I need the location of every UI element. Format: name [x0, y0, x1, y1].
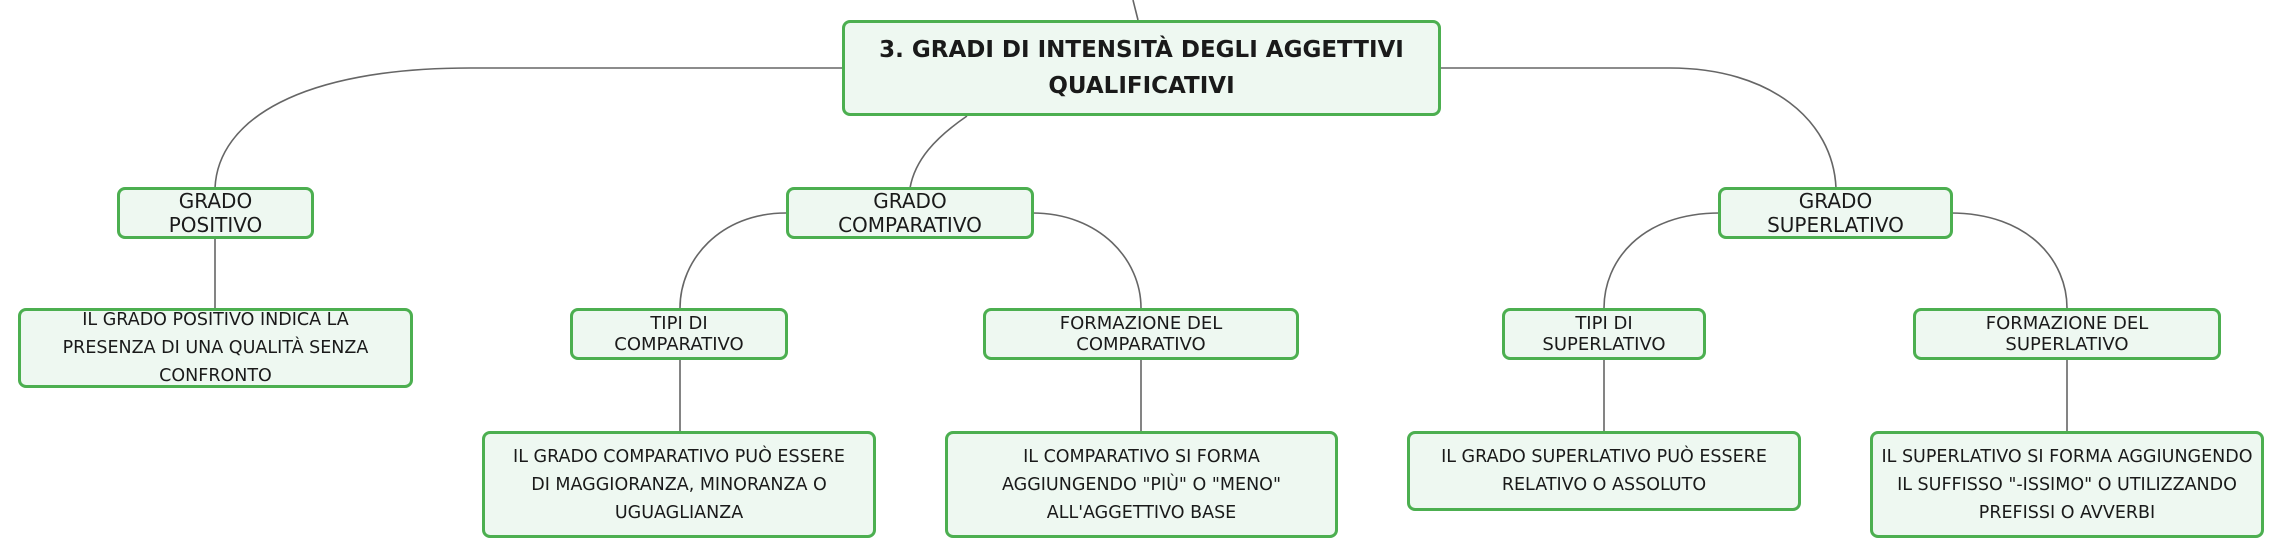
- connector-comparativo-formazione: [1031, 212, 1142, 309]
- formazione-comparativo-description-node[interactable]: IL COMPARATIVO SI FORMA AGGIUNGENDO "PIÙ…: [945, 431, 1338, 538]
- tipi-superlativo-label: TIPI DI SUPERLATIVO: [1542, 313, 1666, 355]
- formazione-comparativo-description: IL COMPARATIVO SI FORMA AGGIUNGENDO "PIÙ…: [1001, 446, 1281, 523]
- root-title-line1: 3. GRADI DI INTENSITÀ DEGLI AGGETTIVI: [879, 37, 1404, 63]
- grado-comparativo-label: GRADO COMPARATIVO: [838, 189, 982, 237]
- grado-positivo-label: GRADO POSITIVO: [168, 189, 263, 237]
- formazione-superlativo-label: FORMAZIONE DEL SUPERLATIVO: [1985, 313, 2149, 355]
- grado-positivo-node[interactable]: GRADO POSITIVO: [117, 187, 314, 239]
- tipi-superlativo-node[interactable]: TIPI DI SUPERLATIVO: [1502, 308, 1706, 360]
- formazione-superlativo-description: IL SUPERLATIVO SI FORMA AGGIUNGENDO IL S…: [1881, 446, 2253, 523]
- connector-root-positivo: [214, 67, 842, 189]
- tipi-superlativo-description-node[interactable]: IL GRADO SUPERLATIVO PUÒ ESSERE RELATIVO…: [1407, 431, 1801, 511]
- tipi-comparativo-node[interactable]: TIPI DI COMPARATIVO: [570, 308, 788, 360]
- grado-comparativo-node[interactable]: GRADO COMPARATIVO: [786, 187, 1034, 239]
- grado-superlativo-node[interactable]: GRADO SUPERLATIVO: [1718, 187, 1953, 239]
- grado-superlativo-label: GRADO SUPERLATIVO: [1767, 189, 1904, 237]
- formazione-superlativo-description-node[interactable]: IL SUPERLATIVO SI FORMA AGGIUNGENDO IL S…: [1870, 431, 2264, 538]
- formazione-comparativo-node[interactable]: FORMAZIONE DEL COMPARATIVO: [983, 308, 1299, 360]
- tipi-superlativo-description: IL GRADO SUPERLATIVO PUÒ ESSERE RELATIVO…: [1441, 447, 1767, 495]
- connector-root-comparativo: [909, 115, 968, 189]
- tipi-comparativo-description: IL GRADO COMPARATIVO PUÒ ESSERE DI MAGGI…: [513, 446, 845, 523]
- formazione-superlativo-node[interactable]: FORMAZIONE DEL SUPERLATIVO: [1913, 308, 2221, 360]
- tipi-comparativo-description-node[interactable]: IL GRADO COMPARATIVO PUÒ ESSERE DI MAGGI…: [482, 431, 876, 538]
- grado-positivo-description-node[interactable]: IL GRADO POSITIVO INDICA LA PRESENZA DI …: [18, 308, 413, 388]
- root-node[interactable]: 3. GRADI DI INTENSITÀ DEGLI AGGETTIVI QU…: [842, 20, 1441, 116]
- connector-comparativo-tipi: [679, 212, 787, 309]
- tipi-comparativo-label: TIPI DI COMPARATIVO: [614, 313, 744, 355]
- connector-top-stub: [1132, 0, 1139, 21]
- grado-positivo-description: IL GRADO POSITIVO INDICA LA PRESENZA DI …: [62, 310, 369, 386]
- connector-superlativo-tipi: [1603, 212, 1721, 309]
- formazione-comparativo-label: FORMAZIONE DEL COMPARATIVO: [1059, 313, 1223, 355]
- connector-superlativo-formazione: [1949, 212, 2068, 309]
- root-title-line2: QUALIFICATIVI: [1048, 73, 1235, 99]
- connector-root-superlativo: [1440, 67, 1837, 189]
